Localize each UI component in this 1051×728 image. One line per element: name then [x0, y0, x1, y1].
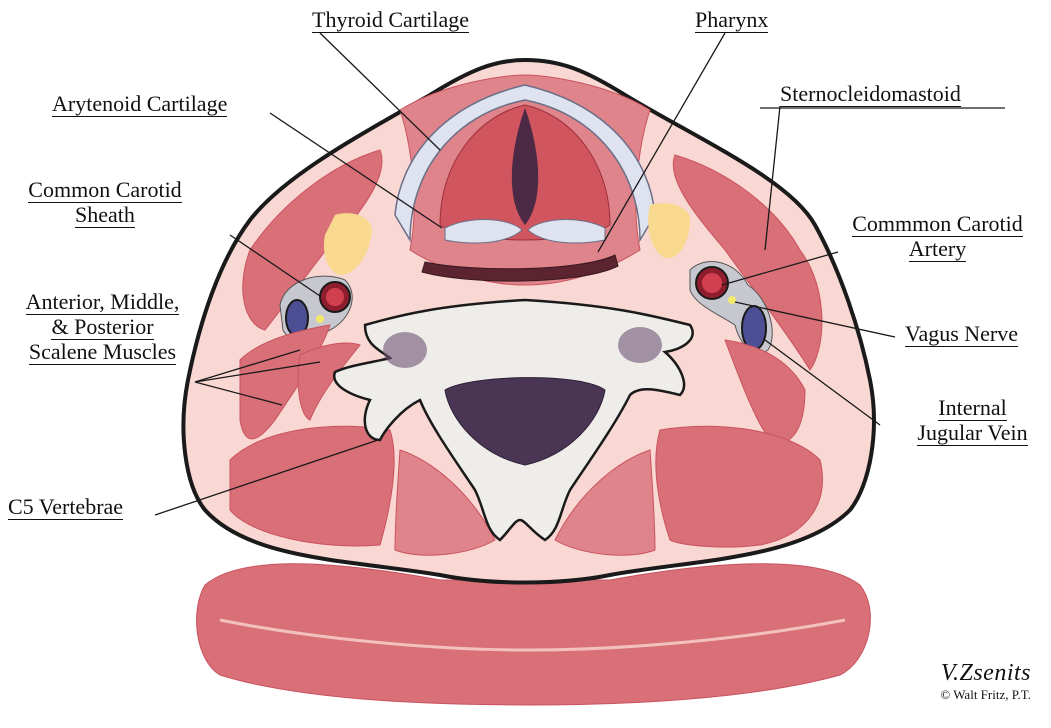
artist-signature: V.Zsenits	[940, 660, 1031, 687]
foramen-left	[383, 332, 427, 368]
label-scalene-muscles: Anterior, Middle, & Posterior Scalene Mu…	[5, 290, 200, 365]
foramen-right	[618, 327, 662, 363]
signature: V.Zsenits © Walt Fritz, P.T.	[940, 660, 1031, 703]
shoulder-band	[197, 564, 871, 705]
label-common-carotid-artery: Commmon Carotid Artery	[830, 212, 1045, 262]
label-sternocleidomastoid: Sternocleidomastoid	[780, 82, 961, 107]
label-common-carotid-sheath: Common Carotid Sheath	[10, 178, 200, 228]
label-pharynx: Pharynx	[695, 8, 768, 33]
label-c5-vertebrae: C5 Vertebrae	[8, 495, 123, 520]
copyright-notice: © Walt Fritz, P.T.	[940, 687, 1031, 703]
label-arytenoid-cartilage: Arytenoid Cartilage	[52, 92, 227, 117]
label-vagus-nerve: Vagus Nerve	[905, 322, 1018, 347]
label-internal-jugular-vein: Internal Jugular Vein	[900, 396, 1045, 446]
label-thyroid-cartilage: Thyroid Cartilage	[312, 8, 469, 33]
